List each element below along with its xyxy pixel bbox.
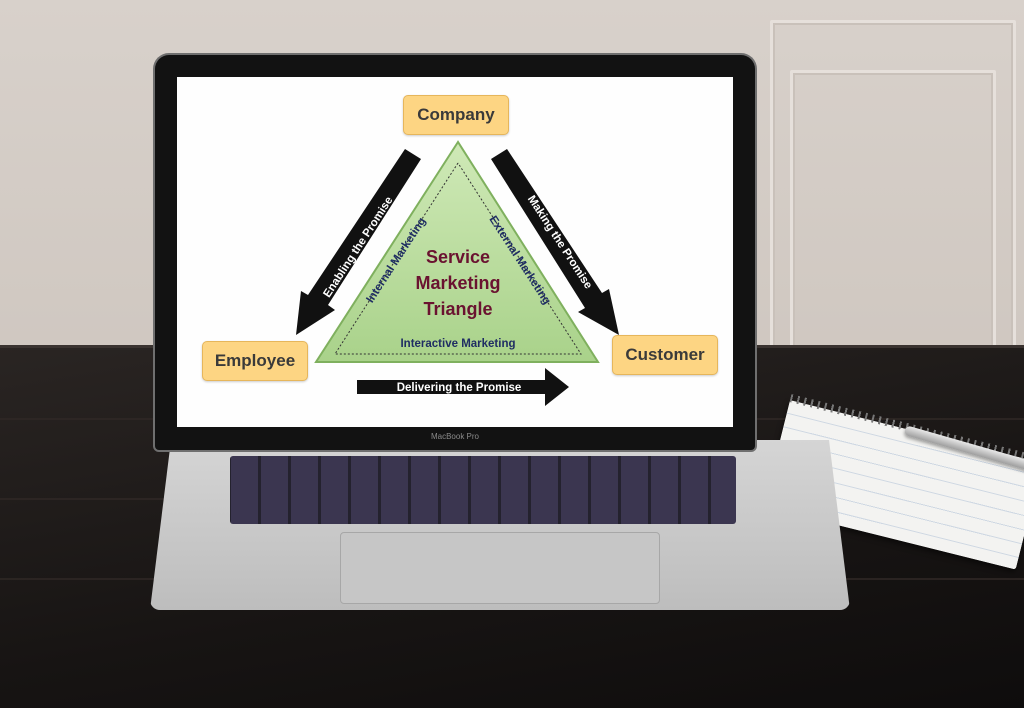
node-company: Company — [403, 95, 509, 135]
center-title-line3: Triangle — [423, 299, 492, 319]
triangle-dashed-outline — [334, 162, 582, 355]
node-employee: Employee — [202, 341, 308, 381]
center-title-line2: Marketing — [415, 273, 500, 293]
center-title-line1: Service — [426, 247, 490, 267]
triangle-shape — [314, 140, 600, 363]
side-label-interactive: Interactive Marketing — [400, 338, 515, 350]
service-marketing-diagram: Enabling the Promise Making the Promise … — [177, 77, 733, 427]
arrow-label-delivering: Delivering the Promise — [397, 382, 522, 394]
laptop-lid: Enabling the Promise Making the Promise … — [155, 55, 755, 450]
laptop-screen: Enabling the Promise Making the Promise … — [177, 77, 733, 427]
trackpad — [340, 532, 660, 604]
node-customer: Customer — [612, 335, 718, 375]
diagram-canvas: Enabling the Promise Making the Promise … — [296, 140, 619, 406]
laptop-brand-label: MacBook Pro — [430, 432, 480, 441]
keyboard — [230, 456, 736, 524]
arrow-delivering-promise: Delivering the Promise — [357, 368, 569, 406]
wall-panel-inner — [790, 70, 996, 376]
